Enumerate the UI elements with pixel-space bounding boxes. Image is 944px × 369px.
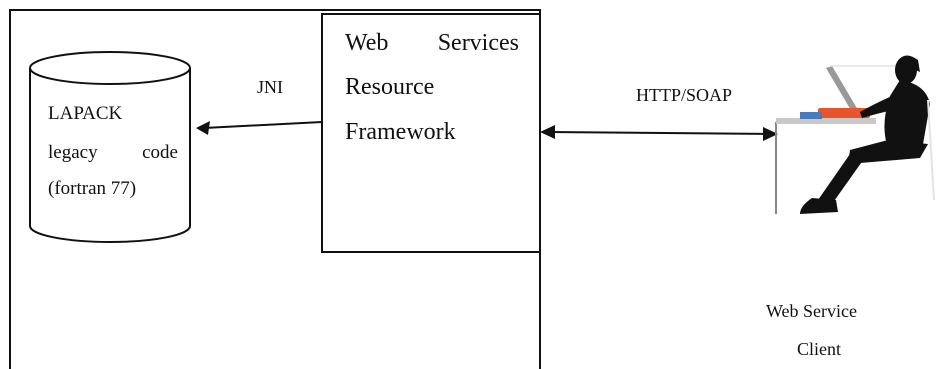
http-soap-label: HTTP/SOAP <box>636 85 733 105</box>
wsrf-box <box>321 13 541 253</box>
wsrf-title-line3: Framework <box>345 119 456 145</box>
code-word: code <box>142 142 178 163</box>
client-label-line2: Client <box>797 339 841 359</box>
web-word: Web <box>345 30 389 56</box>
person-at-laptop-icon <box>775 55 935 214</box>
legacy-word: legacy <box>48 142 98 163</box>
jni-label: JNI <box>257 77 283 97</box>
lapack-cylinder <box>29 51 191 243</box>
fortran-label: (fortran 77) <box>48 178 137 199</box>
client-label-line1: Web Service <box>766 301 858 321</box>
wsrf-title-line2: Resource <box>345 74 435 100</box>
services-word: Services <box>437 30 519 56</box>
http-soap-arrow <box>540 125 778 141</box>
jni-arrow <box>196 121 323 135</box>
legacy-code-label: legacy code <box>48 143 178 162</box>
wsrf-title-line1: Web Services <box>345 31 519 55</box>
lapack-label: LAPACK <box>48 103 123 124</box>
